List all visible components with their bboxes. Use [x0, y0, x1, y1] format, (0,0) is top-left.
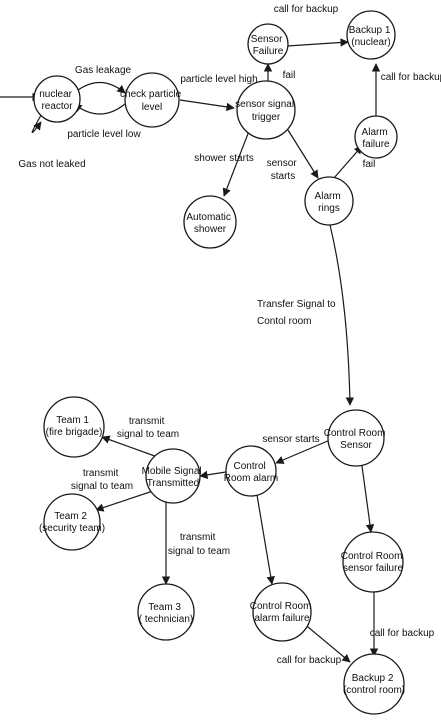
label-call-for-backup-af: call for backup [277, 655, 342, 666]
svg-text:call for backup: call for backup [274, 4, 339, 15]
label-gas-leakage: Gas leakage [75, 65, 132, 76]
svg-text:sensor signal trigger: sensor signal trigger [235, 99, 297, 123]
svg-text:Gas not leaked: Gas not leaked [18, 159, 85, 170]
edge-transmit-team2 [95, 489, 157, 512]
label-transmit-team3: transmit signal to team [168, 532, 230, 557]
node-check-particle-level: check particle level [120, 72, 184, 128]
label-call-for-backup-alarm: call for backup [381, 72, 441, 83]
edge-particle-level-high [179, 99, 235, 112]
svg-text:call for backup: call for backup [370, 628, 435, 639]
edge-fail-alarm [333, 145, 363, 179]
node-team-3: Team 3 ( technician) [137, 583, 195, 641]
svg-text:sensor starts: sensor starts [267, 158, 300, 182]
svg-text:fail: fail [363, 159, 376, 170]
svg-text:check particle level: check particle level [120, 89, 184, 113]
node-team-1: Team 1 (fire brigade) [43, 396, 105, 458]
svg-text:Team 3 ( technician): Team 3 ( technician) [139, 602, 193, 625]
node-backup-2: Backup 2 (control room) [343, 653, 405, 715]
node-sensor-signal-trigger: sensor signal trigger [235, 80, 297, 140]
svg-text:Alarm failure: Alarm failure [362, 127, 391, 150]
svg-text:transmit signal to team: transmit signal to team [71, 468, 133, 492]
edge-particle-level-low [73, 103, 126, 115]
edge-to-cr-alarm-failure [256, 494, 275, 585]
edge-transmit-team1 [101, 435, 164, 460]
label-fail-sensor: fail [283, 70, 296, 81]
node-control-room-alarm-failure: Control Room alarm failure [250, 582, 314, 642]
node-backup-1: Backup 1 (nuclear) [346, 10, 396, 60]
svg-text:particle level low: particle level low [67, 129, 141, 140]
label-particle-level-high: particle level high [180, 74, 257, 85]
svg-text:Control Room sensor fail: Control Room sensor failure [341, 551, 405, 574]
label-particle-level-low: particle level low [67, 129, 141, 140]
edge-to-cr-sensor-failure [361, 465, 375, 533]
edge-shower-starts [222, 130, 250, 197]
svg-text:Sensor Failure: Sensor Failure [251, 34, 285, 57]
svg-text:transmit signal to team: transmit signal to team [117, 416, 179, 440]
node-nuclear-reactor: nuclear reactor [33, 75, 81, 123]
svg-text:Alarm rings: Alarm rings [315, 191, 344, 214]
svg-text:Gas leakage: Gas leakage [75, 65, 132, 76]
label-transmit-team2: transmit signal to team [71, 468, 133, 492]
edge-call-for-backup-top [286, 38, 349, 47]
label-call-for-backup-sf: call for backup [370, 628, 435, 639]
label-fail-alarm: fail [363, 159, 376, 170]
svg-text:shower starts: shower starts [194, 153, 253, 164]
svg-text:call for backup: call for backup [277, 655, 342, 666]
node-team-2: Team 2 (security team) [39, 493, 105, 551]
svg-text:Mobile Signal Transmitte: Mobile Signal Transmitted [142, 466, 205, 489]
svg-text:Team 2 (security team): Team 2 (security team) [39, 511, 105, 534]
node-mobile-signal-transmitted: Mobile Signal Transmitted [142, 448, 205, 504]
label-transmit-team1: transmit signal to team [117, 416, 179, 440]
svg-text:Automatic shower: Automatic shower [186, 212, 233, 235]
node-control-room-alarm: Control Room alarm [224, 445, 278, 497]
svg-text:Transfer Signal to Conto: Transfer Signal to Contol room [257, 299, 338, 327]
svg-text:particle level high: particle level high [180, 74, 257, 85]
svg-text:call for backup: call for backup [381, 72, 441, 83]
svg-text:Control Room alarm failu: Control Room alarm failure [250, 601, 314, 624]
node-sensor-failure: Sensor Failure [247, 23, 289, 65]
svg-text:Control Room alarm: Control Room alarm [224, 461, 278, 484]
svg-text:nuclear reactor: nuclear reactor [39, 89, 75, 112]
label-call-for-backup-top: call for backup [274, 4, 339, 15]
node-alarm-failure: Alarm failure [354, 115, 398, 159]
label-gas-not-leaked: Gas not leaked [18, 159, 85, 170]
node-automatic-shower: Automatic shower [183, 195, 237, 249]
node-alarm-rings: Alarm rings [304, 176, 354, 226]
svg-text:Team 1 (fire brigade): Team 1 (fire brigade) [46, 415, 103, 438]
svg-text:Backup 2 (control room): Backup 2 (control room) [343, 673, 405, 696]
edge-gas-leakage [73, 81, 126, 94]
edge-sensor-starts-cr [275, 439, 331, 464]
node-control-room-sensor-failure: Control Room sensor failure [341, 531, 405, 593]
svg-text:transmit signal to team: transmit signal to team [168, 532, 230, 557]
edge-to-mobile-signal [199, 470, 227, 480]
label-transfer-signal: Transfer Signal to Contol room [257, 299, 338, 327]
svg-text:Control Room Sensor: Control Room Sensor [324, 428, 388, 451]
node-control-room-sensor: Control Room Sensor [324, 409, 388, 467]
label-shower-starts: shower starts [194, 153, 253, 164]
svg-text:sensor starts: sensor starts [262, 434, 319, 445]
edge-call-for-backup-af [301, 621, 351, 663]
edge-transfer-signal [329, 224, 355, 406]
label-sensor-starts-cr: sensor starts [262, 434, 319, 445]
svg-text:fail: fail [283, 70, 296, 81]
label-sensor-starts-top: sensor starts [267, 158, 300, 182]
edge-sensor-starts-top [287, 129, 319, 179]
svg-text:Backup 1 (nuclear): Backup 1 (nuclear) [349, 25, 393, 48]
